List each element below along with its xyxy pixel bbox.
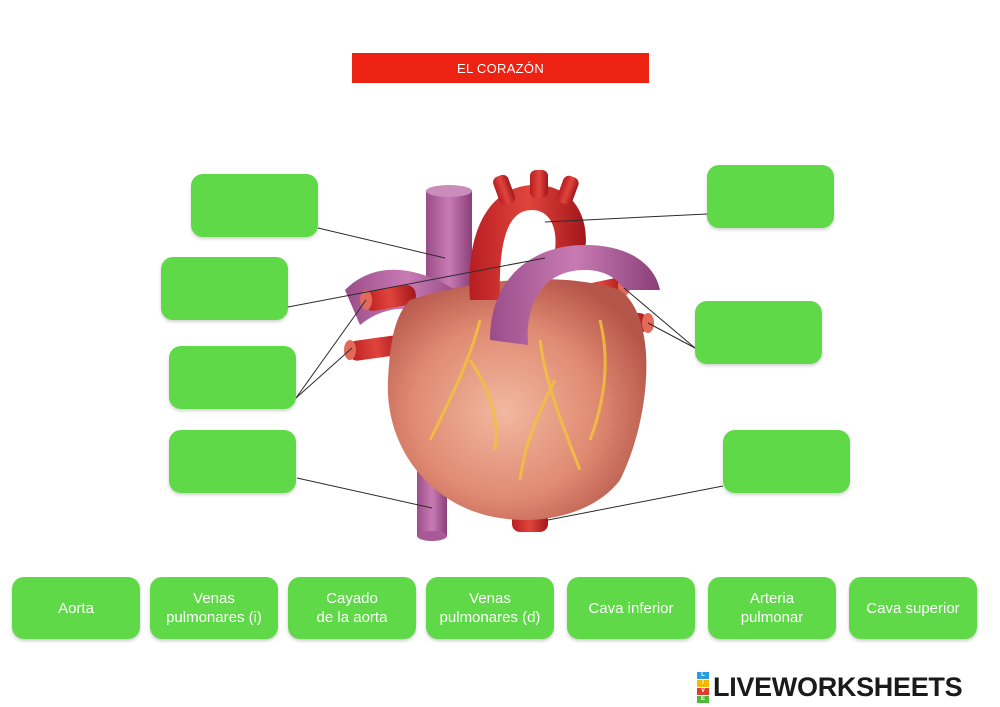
- leader-line-4: [296, 477, 433, 509]
- brand-logo-letter-i: I: [697, 679, 709, 687]
- pulmonary-vein-left-2: [348, 335, 404, 361]
- brand-logo-letter-l: L: [697, 671, 709, 679]
- dropzone-4[interactable]: [169, 430, 296, 493]
- pulmonary-trunk: [490, 245, 660, 345]
- superior-vena-cava-top: [426, 185, 472, 197]
- dropzone-7[interactable]: [723, 430, 850, 493]
- dropzone-6[interactable]: [695, 301, 822, 364]
- leader-line-1: [317, 227, 446, 259]
- aortic-branch-2: [530, 170, 548, 198]
- brand-footer: L I V E LIVEWORKSHEETS: [697, 670, 963, 704]
- leader-line-6a: [623, 287, 696, 349]
- leader-line-3a: [295, 299, 367, 399]
- brand-logo-icon: L I V E: [697, 671, 709, 703]
- leader-line-7: [547, 485, 724, 521]
- aortic-branch-3: [557, 175, 579, 205]
- coronary-vessels: [428, 319, 607, 481]
- word-chip-venas-pulmonares-d[interactable]: Venas pulmonares (d): [426, 577, 554, 639]
- dropzone-2[interactable]: [161, 257, 288, 320]
- dropzone-3[interactable]: [169, 346, 296, 409]
- leader-line-2: [287, 257, 546, 308]
- leader-line-6b: [647, 322, 696, 349]
- brand-name: LIVEWORKSHEETS: [713, 671, 963, 702]
- word-chip-cava-inferior[interactable]: Cava inferior: [567, 577, 695, 639]
- pulmonary-vein-left-1: [364, 285, 416, 311]
- dropzone-5[interactable]: [707, 165, 834, 228]
- aortic-branch-1: [493, 174, 515, 206]
- word-chip-arteria-pulmonar[interactable]: Arteria pulmonar: [708, 577, 836, 639]
- aortic-arch: [469, 185, 586, 300]
- leader-line-5: [544, 213, 708, 223]
- brand-logo-letter-e: E: [697, 695, 709, 703]
- leader-line-3b: [295, 347, 353, 399]
- word-chip-aorta[interactable]: Aorta: [12, 577, 140, 639]
- brand-logo-letter-v: V: [697, 687, 709, 695]
- dropzone-1[interactable]: [191, 174, 318, 237]
- page-title: EL CORAZÓN: [352, 53, 649, 83]
- word-chip-venas-pulmonares-i[interactable]: Venas pulmonares (i): [150, 577, 278, 639]
- word-chip-cava-superior[interactable]: Cava superior: [849, 577, 977, 639]
- inferior-vena-cava-end: [417, 531, 447, 541]
- heart-body: [387, 279, 647, 520]
- word-chip-cayado-de-la-aorta[interactable]: Cayado de la aorta: [288, 577, 416, 639]
